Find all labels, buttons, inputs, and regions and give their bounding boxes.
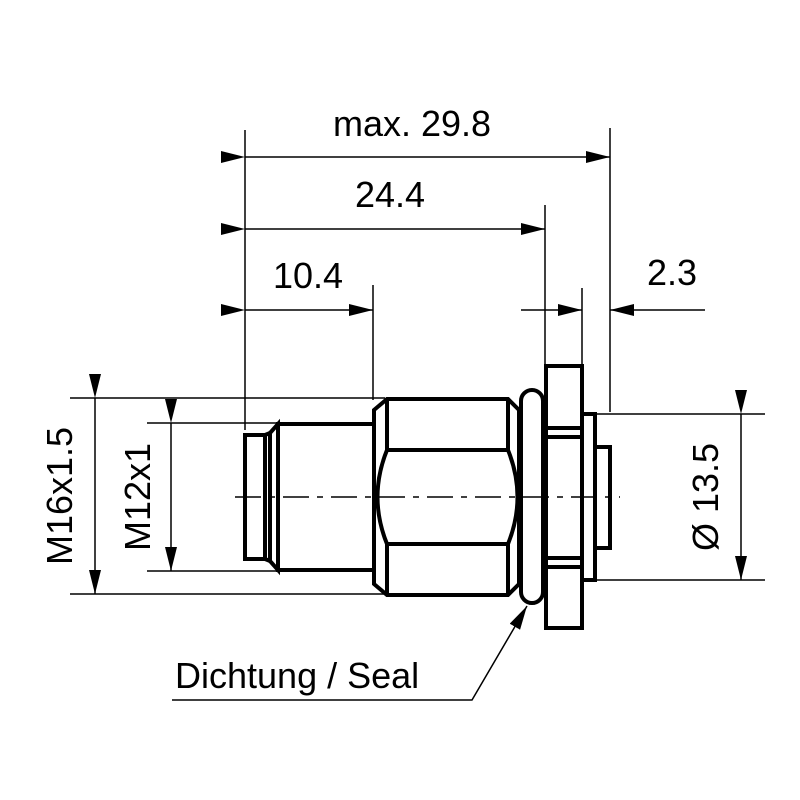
connector-body: [243, 364, 612, 630]
dim-flange-thickness: 2.3: [521, 252, 705, 316]
dim-flange-thickness-label: 2.3: [647, 252, 697, 293]
dim-outer-thread-label: M16x1.5: [39, 427, 80, 565]
rear-pin: [593, 445, 612, 550]
dim-inner-thread-label: M12x1: [117, 443, 158, 551]
dim-rear-diameter: Ø 13.5: [685, 390, 747, 580]
seal-callout-label: Dichtung / Seal: [175, 655, 419, 696]
extension-lines: [244, 128, 611, 430]
dim-length-to-flange-label: 24.4: [355, 174, 425, 215]
dim-inner-thread: M12x1: [117, 399, 177, 571]
dim-overall-length: max. 29.8: [221, 103, 610, 163]
front-ring: [243, 433, 267, 561]
dim-thread-length-label: 10.4: [273, 255, 343, 296]
seal-callout: Dichtung / Seal: [172, 605, 528, 701]
dim-thread-length: 10.4: [221, 255, 373, 316]
seal-ring: [519, 388, 545, 605]
dim-rear-diameter-label: Ø 13.5: [685, 443, 726, 551]
dim-overall-length-label: max. 29.8: [333, 103, 491, 144]
diameter-extension-lines: [70, 397, 765, 595]
dim-length-to-flange: 24.4: [221, 174, 545, 235]
dim-outer-thread: M16x1.5: [39, 374, 101, 594]
